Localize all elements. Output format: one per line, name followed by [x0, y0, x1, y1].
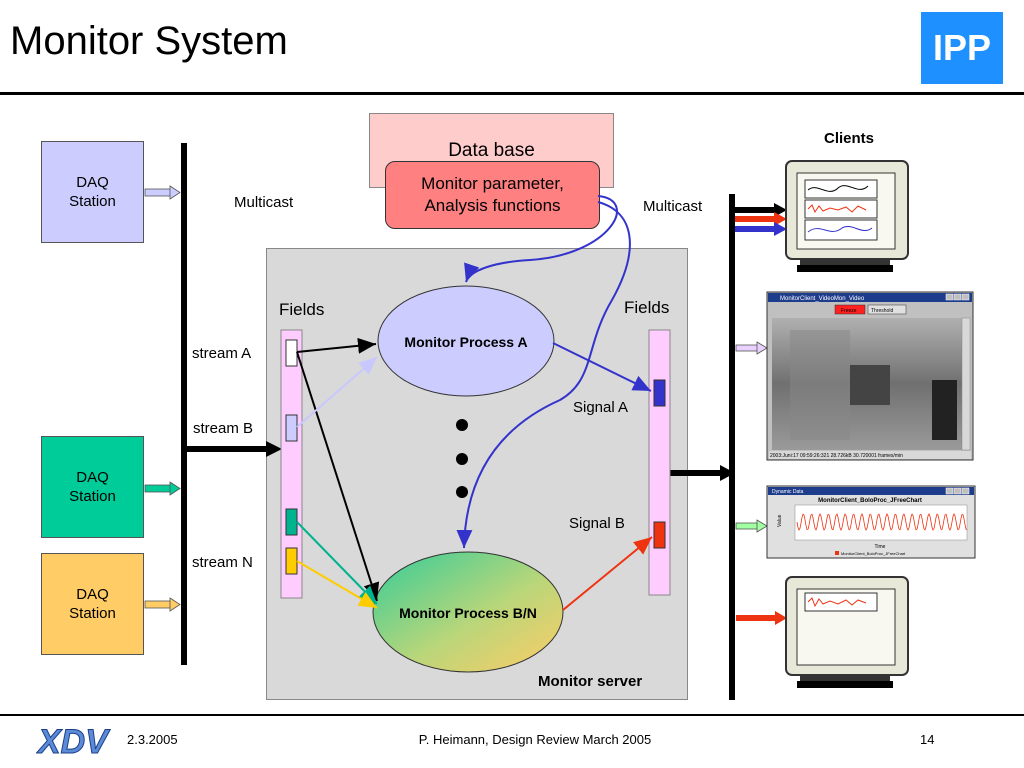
chart-ylabel: Value — [777, 514, 783, 527]
stream-b-slot — [285, 414, 298, 442]
video-client-window: MonitorClient_VideoMon_Video Freeze Thre… — [766, 291, 974, 461]
multicast-right-label: Multicast — [643, 198, 703, 215]
video-client-title: MonitorClient_VideoMon_Video — [780, 296, 865, 302]
signal-b-label: Signal B — [569, 515, 625, 532]
xdv-logo-text: XDV — [36, 723, 111, 760]
fields-left-label: Fields — [279, 300, 325, 319]
client-arrows — [735, 203, 787, 625]
stream-n-to-process-bn — [296, 560, 378, 609]
chart-signal-line — [796, 513, 968, 531]
monitor-process-a — [377, 285, 555, 397]
daq-station-2: DAQ Station — [41, 436, 144, 538]
process-bn-to-signal-b — [562, 536, 653, 611]
minimize-icon — [945, 487, 954, 495]
header-divider — [0, 92, 1024, 95]
process-bn-label: Monitor Process B/N — [399, 605, 537, 621]
database-label: Data base — [448, 140, 535, 161]
signal-b-slot — [653, 521, 666, 549]
daq-station-label: DAQ Station — [69, 469, 116, 505]
stream-b-to-process-a — [296, 356, 378, 428]
monitor-process-bn — [372, 551, 564, 673]
process-a-to-signal-a — [552, 342, 652, 392]
chart-window-title: Dynamic Data — [772, 489, 804, 495]
signal-a-slot — [653, 379, 666, 407]
close-icon — [961, 293, 970, 301]
fields-right-label: Fields — [624, 298, 670, 317]
monitor-parameter-label: Monitor parameter, Analysis functions — [421, 174, 564, 215]
daq-arrows — [144, 185, 181, 612]
threshold-select-label: Threshold — [871, 308, 893, 314]
stream-b-arrow — [187, 446, 267, 452]
process-a-label: Monitor Process A — [404, 334, 527, 350]
threshold-select — [867, 304, 907, 315]
video-status: 2003:Juni:17 09:59:26:321 28.726kB 30.72… — [770, 453, 903, 459]
stream-n-slot — [285, 547, 298, 575]
stream-c-to-process-bn — [296, 521, 378, 605]
daq-station-label: DAQ Station — [69, 174, 116, 210]
param-to-process-bn — [456, 201, 631, 549]
fields-right-column — [648, 329, 671, 596]
maximize-icon — [953, 487, 962, 495]
multicast-bus-right — [729, 194, 735, 700]
close-icon — [961, 487, 970, 495]
clients-label: Clients — [824, 130, 875, 147]
daq-station-3: DAQ Station — [41, 553, 144, 655]
monitor-server-label: Monitor server — [538, 673, 643, 690]
signal-a-label: Signal A — [573, 399, 629, 416]
stream-a-label: stream A — [192, 345, 252, 362]
stream-c-slot — [285, 508, 298, 536]
daq-station-label: DAQ Station — [69, 586, 116, 622]
page-number: 14 — [920, 732, 935, 747]
maximize-icon — [953, 293, 962, 301]
video-scrollbar — [961, 317, 971, 451]
ellipsis-dot — [456, 486, 468, 498]
chart-title: MonitorClient_BoloProc_JFreeChart — [818, 498, 922, 504]
stream-a-to-process-a — [296, 337, 377, 354]
chart-xlabel: Time — [875, 544, 886, 550]
xdv-logo: XDV — [36, 720, 116, 765]
freeze-button — [834, 304, 866, 315]
ellipsis-dot — [456, 419, 468, 431]
stream-a-slot — [285, 339, 298, 367]
multicast-bus-left — [181, 143, 187, 665]
client-monitor-2 — [785, 576, 909, 688]
output-arrow — [670, 470, 722, 476]
minimize-icon — [945, 293, 954, 301]
multicast-left-label: Multicast — [234, 194, 294, 211]
client-monitor-1 — [785, 160, 909, 272]
ellipsis-dot — [456, 453, 468, 465]
ipp-logo-text: IPP — [933, 27, 991, 68]
chart-client-window: Dynamic Data MonitorClient_BoloProc_JFre… — [766, 485, 976, 559]
stream-b-label: stream B — [193, 420, 254, 437]
param-to-process-a — [464, 195, 618, 283]
stream-a-to-process-bn — [296, 351, 380, 602]
stream-n-label: stream N — [192, 554, 253, 571]
monitor-parameter-box: Monitor parameter, Analysis functions — [385, 161, 600, 229]
freeze-button-label: Freeze — [841, 308, 857, 314]
footer-author: P. Heimann, Design Review March 2005 — [418, 732, 652, 747]
daq-station-1: DAQ Station — [41, 141, 144, 243]
footer-divider — [0, 714, 1024, 716]
ipp-logo: IPP — [921, 12, 1003, 84]
page-title: Monitor System — [10, 19, 288, 63]
chart-legend: MonitorClient_BoloProc_JFreeChart — [841, 551, 906, 556]
footer-date: 2.3.2005 — [127, 732, 178, 747]
